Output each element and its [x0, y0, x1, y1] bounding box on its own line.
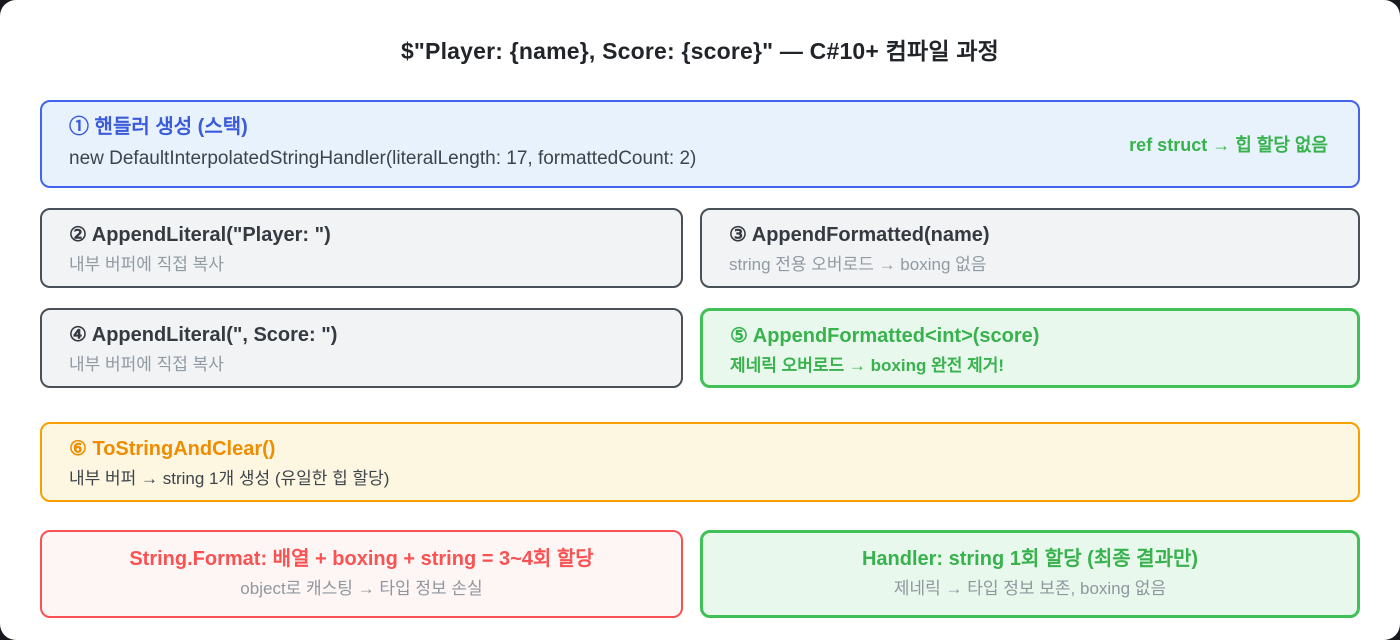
step2-append-literal-box: ② AppendLiteral("Player: ") 내부 버퍼에 직접 복사 [40, 208, 683, 288]
comparison-string-format-title: String.Format: 배열 + boxing + string = 3~… [129, 548, 594, 571]
comparison-handler-title: Handler: string 1회 할당 (최종 결과만) [861, 548, 1199, 571]
step3-title: ③ AppendFormatted(name) [729, 224, 990, 246]
step4-title: ④ AppendLiteral(", Score: ") [69, 324, 338, 346]
step1-handler-creation-box: ① 핸들러 생성 (스택) new DefaultInterpolatedStr… [40, 100, 1360, 188]
comparison-string-format-box: String.Format: 배열 + boxing + string = 3~… [40, 530, 683, 618]
step5-append-formatted-generic-box: ⑤ AppendFormatted<int>(score) 제네릭 오버로드 →… [700, 308, 1360, 388]
step1-ref-struct-note: ref struct → 힙 할당 없음 [1129, 135, 1328, 155]
step2-subtitle: 내부 버퍼에 직접 복사 [69, 255, 224, 274]
step6-subtitle: 내부 버퍼 → string 1개 생성 (유일한 힙 할당) [69, 469, 390, 488]
step4-subtitle: 내부 버퍼에 직접 복사 [69, 355, 224, 374]
step1-code: new DefaultInterpolatedStringHandler(lit… [69, 148, 697, 169]
step5-subtitle: 제네릭 오버로드 → boxing 완전 제거! [730, 356, 1005, 375]
step4-append-literal-box: ④ AppendLiteral(", Score: ") 내부 버퍼에 직접 복… [40, 308, 683, 388]
comparison-handler-subtitle: 제네릭 → 타입 정보 보존, boxing 없음 [893, 579, 1167, 599]
step1-title: ① 핸들러 생성 (스택) [69, 116, 248, 138]
step5-title: ⑤ AppendFormatted<int>(score) [730, 325, 1040, 347]
step2-title: ② AppendLiteral("Player: ") [69, 224, 331, 246]
page-title: $"Player: {name}, Score: {score}" — C#10… [400, 38, 1000, 64]
step3-subtitle: string 전용 오버로드 → boxing 없음 [729, 255, 987, 274]
comparison-string-format-subtitle: object로 캐스팅 → 타입 정보 손실 [240, 579, 483, 599]
step6-title: ⑥ ToStringAndClear() [69, 438, 276, 460]
step3-append-formatted-box: ③ AppendFormatted(name) string 전용 오버로드 →… [700, 208, 1360, 288]
step6-to-string-and-clear-box: ⑥ ToStringAndClear() 내부 버퍼 → string 1개 생… [40, 422, 1360, 502]
comparison-handler-box: Handler: string 1회 할당 (최종 결과만) 제네릭 → 타입 … [700, 530, 1360, 618]
